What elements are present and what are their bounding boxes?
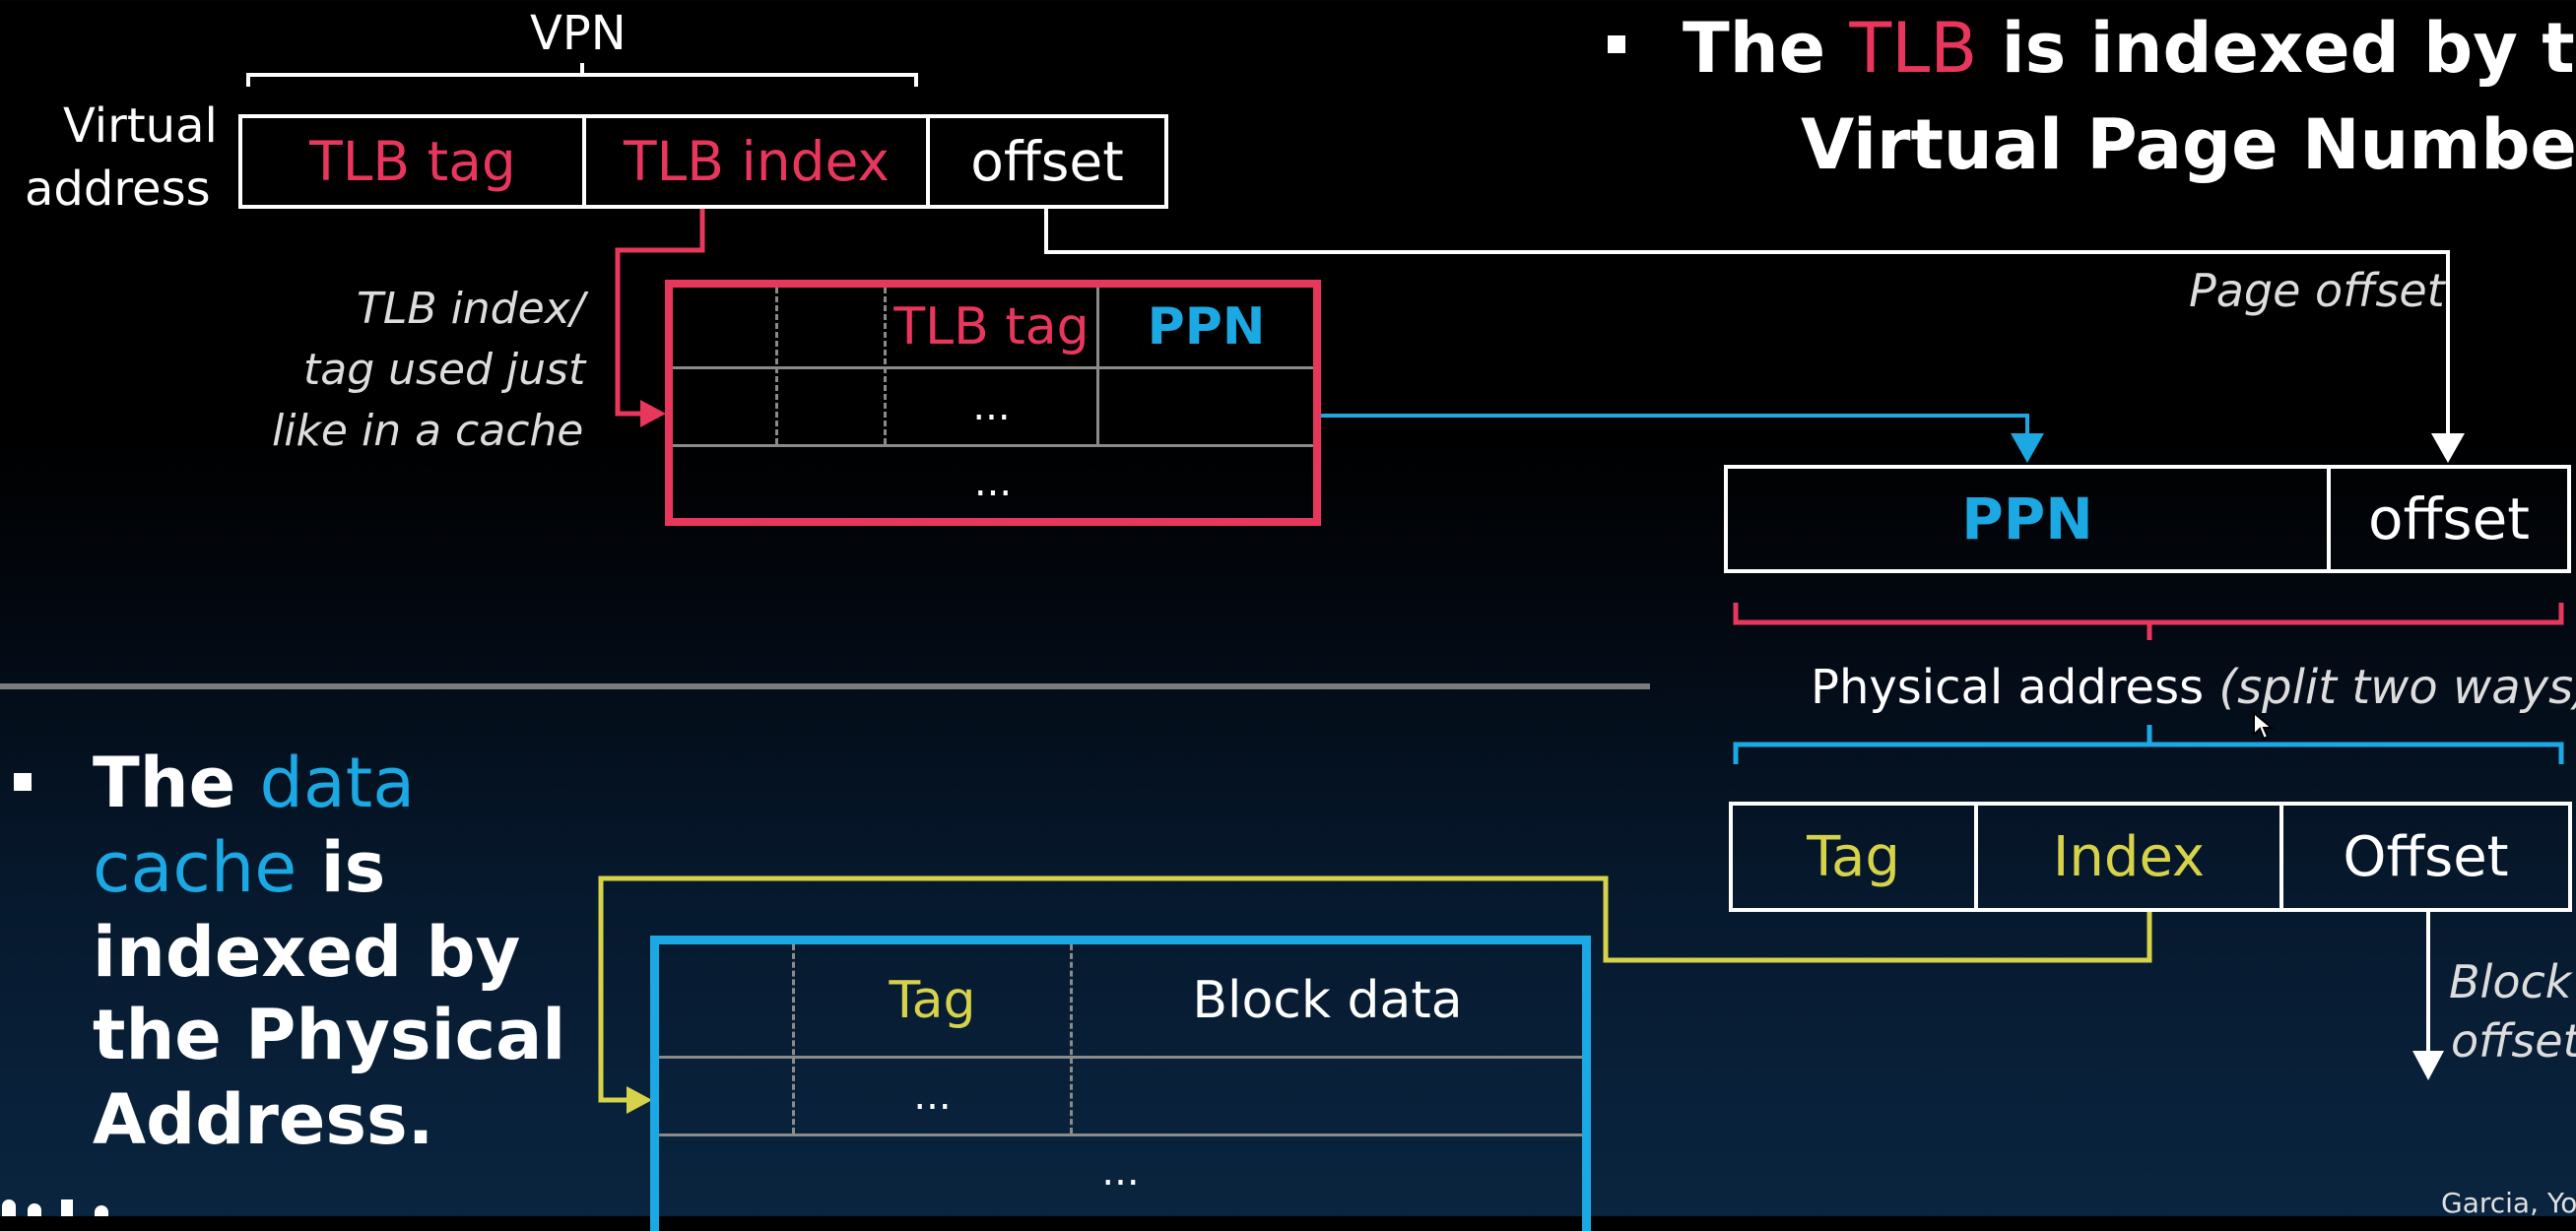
tlb-row-line-1 (673, 366, 1313, 369)
vpn-bracket (246, 63, 918, 87)
tlb-annotation-line3: like in a cache (272, 406, 584, 456)
bottom-bullet-marker (14, 773, 32, 791)
pa-field-ppn: PPN (1961, 486, 2093, 552)
bottom-bullet-line1-highlight: data (259, 743, 416, 823)
cache-table (650, 936, 1591, 1231)
va-field-offset-box (926, 114, 1168, 209)
vpn-label: VPN (530, 6, 627, 61)
split-field-tag: Tag (1807, 824, 1900, 889)
block-offset-label-line1: Block (2449, 955, 2572, 1008)
top-bullet-line1: The TLB is indexed by the (1683, 14, 2576, 83)
bottom-bullet-line2-highlight: cache (93, 827, 297, 908)
top-bullet-highlight: TLB (1849, 8, 1978, 89)
tlb-annotation-line1: TLB index/ (357, 284, 585, 334)
split-field-offset: Offset (2343, 824, 2509, 889)
tlb-index-connector (615, 207, 705, 417)
bottom-bullet-line2-post: is (297, 827, 386, 908)
physical-address-label-main: Physical address (1811, 660, 2205, 715)
ppn-connector (1320, 414, 2029, 438)
pa-divider (2327, 465, 2331, 573)
physical-address-label: Physical address (split two ways) (1811, 664, 2576, 711)
tlb-row-line-2 (673, 444, 1313, 447)
cache-col-line-1 (792, 944, 795, 1134)
tlb-index-arrowhead (640, 400, 666, 427)
page-offset-label: Page offset (2189, 264, 2445, 317)
physical-address-red-bracket (1733, 603, 2564, 640)
va-divider-1 (582, 114, 586, 209)
split-field-index: Index (2052, 824, 2206, 889)
split-address-box (1729, 802, 2572, 912)
bottom-bullet-line5: Address. (93, 1079, 434, 1160)
tlb-row2-ellipsis: ... (972, 384, 1011, 429)
ppn-arrowhead (2011, 433, 2044, 463)
cache-row2-ellipsis: ... (913, 1073, 952, 1119)
tlb-table (665, 280, 1321, 526)
bottom-bullet-line4: the Physical (93, 995, 566, 1075)
credit-text: Garcia, Yo (2441, 1187, 2576, 1219)
split-divider-1 (1974, 802, 1978, 912)
cache-row3-ellipsis: ... (1101, 1149, 1140, 1195)
tlb-col-line-1 (775, 288, 778, 444)
split-divider-2 (2279, 802, 2283, 912)
top-bullet-pre: The (1683, 8, 1850, 89)
cache-header-data: Block data (1192, 970, 1463, 1030)
cache-row-line-2 (659, 1134, 1582, 1136)
block-offset-label-line2: offset (2451, 1014, 2576, 1068)
block-offset-arrowhead (2412, 1051, 2444, 1080)
bottom-bullet-line1: The data (93, 748, 415, 817)
tlb-header-tag: TLB tag (893, 297, 1090, 356)
physical-address-label-note: (split two ways) (2218, 660, 2576, 715)
virtual-address-label-line2: address (25, 162, 211, 217)
bottom-bullet-line1-pre: The (93, 743, 260, 823)
va-field-tlb-tag: TLB tag (309, 130, 516, 193)
bottom-bullet-line2: cache is (93, 833, 385, 902)
partial-text-fragment (0, 1199, 148, 1216)
pa-field-offset: offset (2367, 486, 2531, 552)
cache-row-line-1 (659, 1056, 1582, 1059)
mouse-cursor-icon (2253, 711, 2275, 741)
top-bullet-marker (1608, 35, 1625, 53)
tlb-col-line-3 (1096, 288, 1099, 444)
va-field-tlb-index: TLB index (624, 130, 890, 193)
physical-address-box (1724, 465, 2571, 573)
bottom-bullet-line3: indexed by (93, 912, 521, 993)
page-offset-arrowhead (2431, 433, 2465, 463)
cache-col-line-2 (1070, 944, 1073, 1134)
top-bullet-line2: Virtual Page Number. (1801, 104, 2576, 185)
tlb-header-ppn: PPN (1147, 297, 1266, 356)
virtual-address-label-line1: Virtual (63, 98, 218, 154)
va-field-offset: offset (970, 130, 1124, 193)
top-bullet-post: is indexed by the (2001, 8, 2576, 89)
tlb-annotation-line2: tag used just (303, 345, 586, 395)
index-connector (598, 875, 2152, 1103)
tlb-col-line-2 (884, 288, 887, 444)
cache-header-tag: Tag (889, 970, 976, 1030)
tlb-row3-ellipsis: ... (973, 460, 1013, 505)
physical-address-blue-bracket (1733, 725, 2564, 764)
page-offset-connector (1044, 207, 2450, 438)
index-arrowhead (627, 1086, 652, 1114)
